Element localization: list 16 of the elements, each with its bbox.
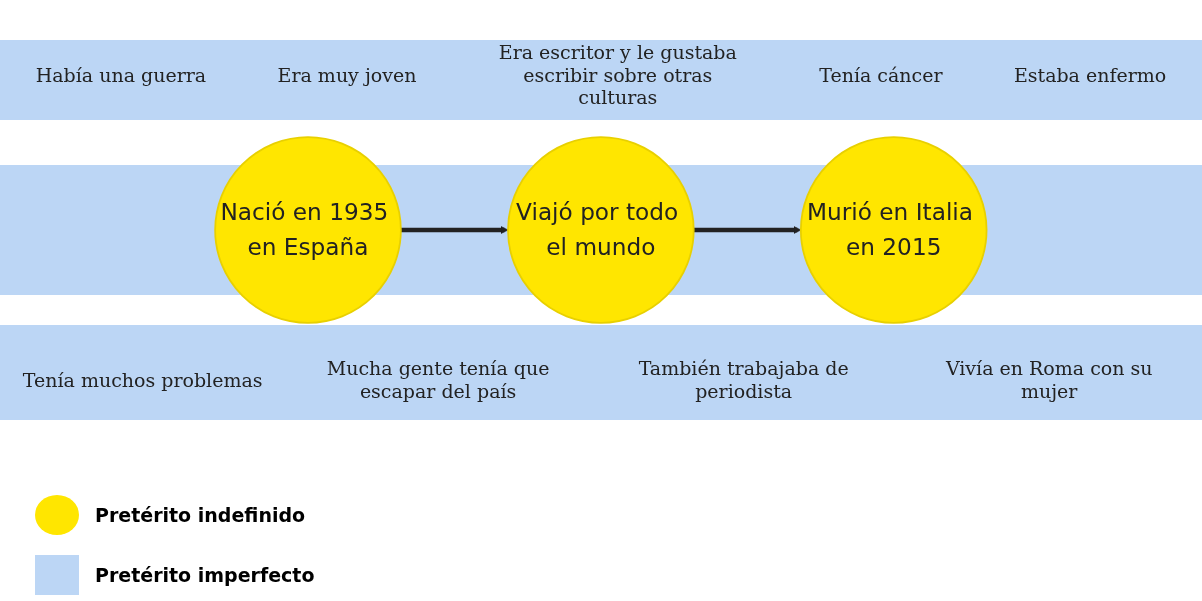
- node-circle: Nació en 1935 en España: [214, 136, 402, 324]
- note-text: Estaba enfermo: [1013, 63, 1167, 87]
- note-text: Tenía cáncer: [819, 63, 943, 87]
- node-circle: Viajó por todo el mundo: [507, 136, 695, 324]
- note-text: Mucha gente tenía que escapar del país: [325, 357, 551, 403]
- note-text: Tenía muchos problemas: [22, 368, 263, 392]
- arrow: [693, 226, 802, 234]
- note-text: Vivía en Roma con su mujer: [944, 357, 1154, 403]
- arrow: [401, 226, 509, 234]
- legend-text: Pretérito indefinido: [95, 504, 306, 526]
- legend-text: Pretérito imperfecto: [95, 564, 315, 586]
- note-text: Era muy joven: [277, 63, 417, 87]
- node-circle: Murió en Italia en 2015: [800, 136, 988, 324]
- note-text: Había una guerra: [35, 63, 207, 87]
- note-text: También trabajaba de periodista: [637, 357, 850, 403]
- note-text: Era escritor y le gustaba escribir sobre otras culturas: [497, 40, 738, 110]
